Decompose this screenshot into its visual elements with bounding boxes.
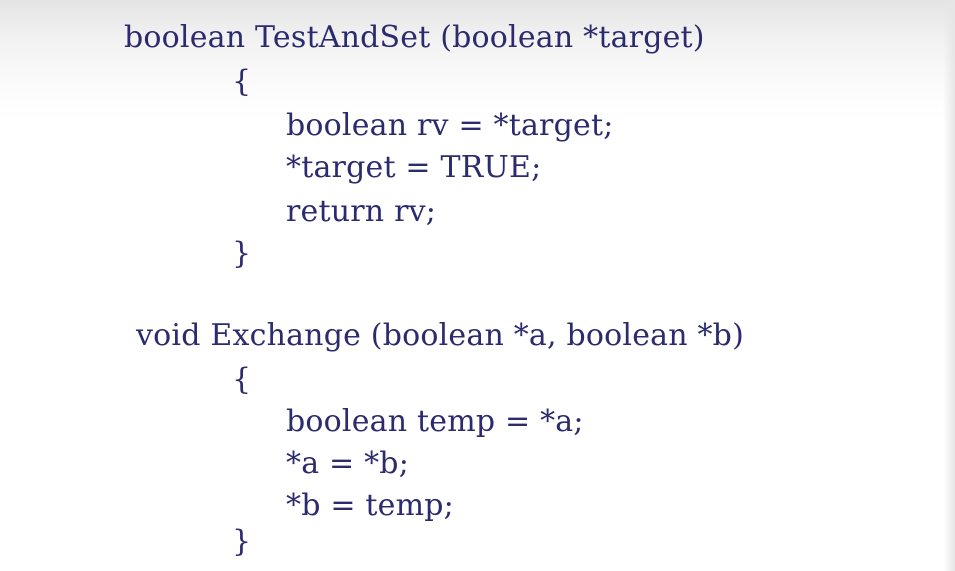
code-line-assign-b: *b = temp; — [286, 488, 454, 523]
code-line-set-target: *target = TRUE; — [286, 150, 542, 185]
code-line-declare-temp: boolean temp = *a; — [286, 404, 584, 439]
close-brace: } — [232, 236, 252, 271]
function-signature-exchange: void Exchange (boolean *a, boolean *b) — [136, 318, 744, 353]
function-signature-test-and-set: boolean TestAndSet (boolean *target) — [124, 20, 705, 55]
close-brace: } — [232, 524, 252, 559]
code-line-assign-a: *a = *b; — [286, 446, 410, 481]
open-brace: { — [232, 64, 252, 99]
code-line-declare-rv: boolean rv = *target; — [286, 108, 614, 143]
code-line-return-rv: return rv; — [286, 194, 437, 229]
open-brace: { — [232, 362, 252, 397]
slide-edge-shadow — [943, 0, 955, 571]
